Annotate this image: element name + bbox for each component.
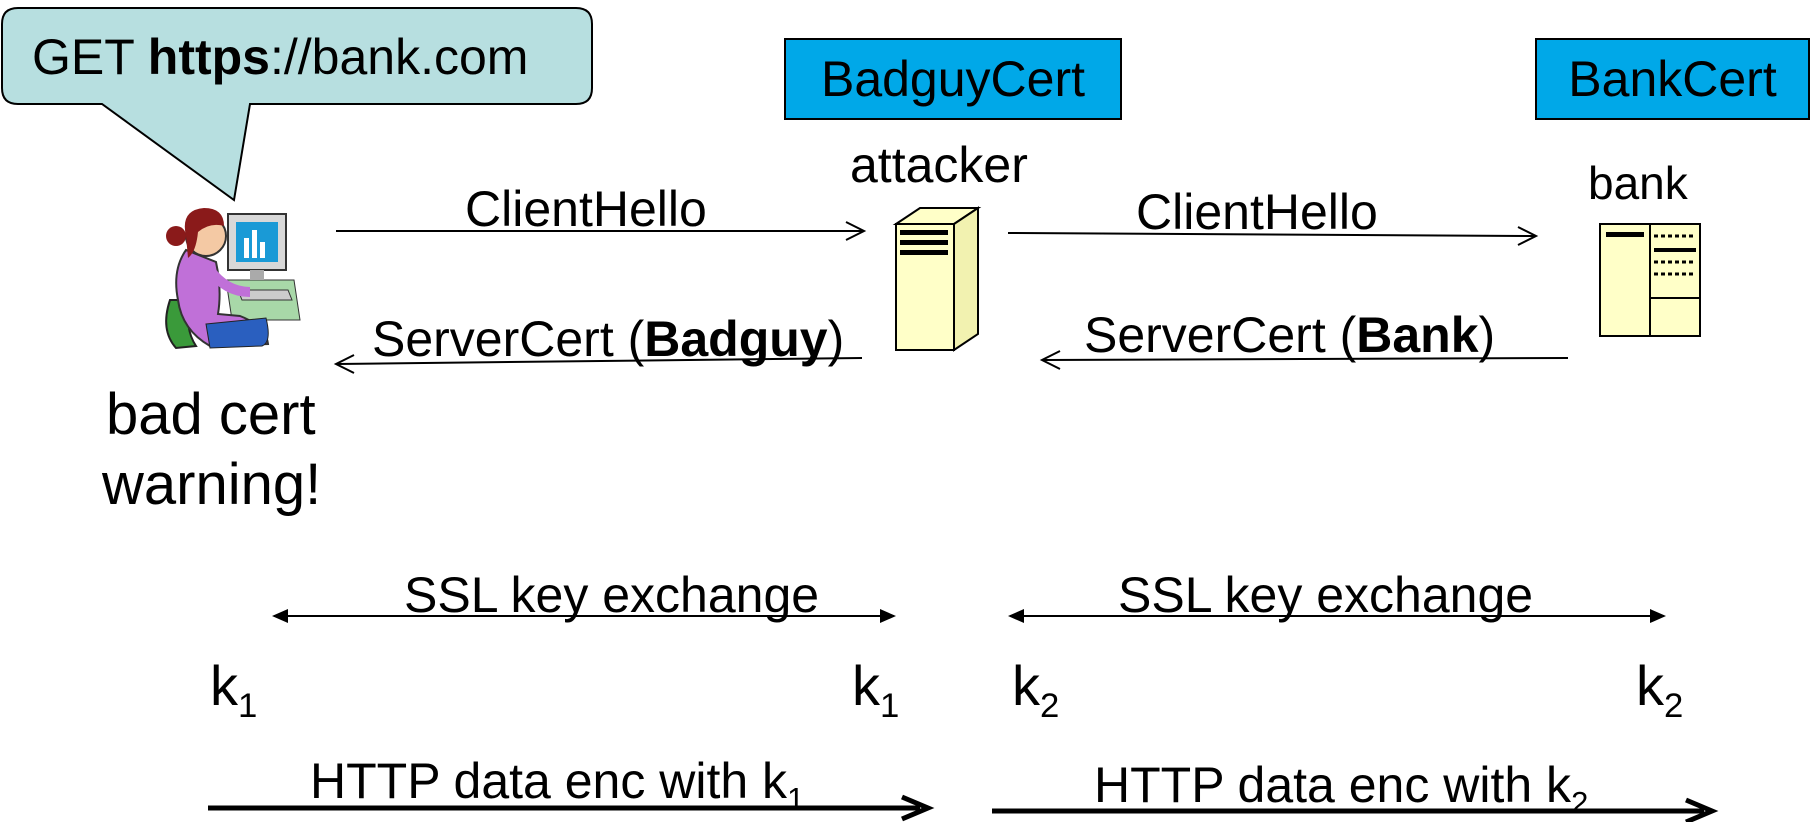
bank-label: bank bbox=[1588, 157, 1688, 209]
speech-bubble bbox=[1, 7, 593, 202]
servercert-right-prefix: ServerCert ( bbox=[1084, 307, 1357, 363]
key-k2-attacker-sub: 2 bbox=[1040, 687, 1060, 726]
attacker-server-icon bbox=[892, 206, 982, 352]
key-exchange-arrow-right bbox=[1008, 609, 1666, 623]
servercert-left-prefix: ServerCert ( bbox=[372, 311, 645, 367]
client-hello-arrow-left bbox=[336, 221, 867, 241]
client-hello-right-label: ClientHello bbox=[1136, 184, 1378, 240]
bank-server-icon bbox=[1599, 223, 1701, 337]
key-k1-attacker: k1 bbox=[852, 658, 899, 724]
key-k2-bank-k: k bbox=[1636, 654, 1664, 717]
servercert-left-bold: Badguy bbox=[644, 311, 828, 367]
servercert-left-suffix: ) bbox=[827, 311, 845, 367]
client-hello-arrow-right bbox=[1007, 226, 1539, 246]
http-data-left-text: HTTP data enc with k bbox=[310, 753, 788, 809]
badguy-cert-label: BadguyCert bbox=[820, 51, 1086, 107]
http-data-right-sub: 2 bbox=[1571, 784, 1589, 820]
user-computer-icon bbox=[165, 208, 301, 350]
key-exchange-left-label: SSL key exchange bbox=[404, 567, 820, 623]
speech-https: https bbox=[147, 29, 270, 85]
http-data-left-sub: 1 bbox=[787, 780, 805, 816]
speech-get: GET bbox=[32, 29, 148, 85]
http-data-arrow-left bbox=[208, 794, 935, 822]
client-hello-left-label: ClientHello bbox=[465, 181, 707, 237]
key-k1-attacker-k: k bbox=[852, 654, 880, 717]
warning-line1: bad cert bbox=[106, 382, 316, 447]
key-k1-client: k1 bbox=[210, 658, 257, 724]
warning-line2: warning! bbox=[102, 452, 322, 517]
http-data-right-label: HTTP data enc with k2 bbox=[1094, 757, 1588, 818]
bank-cert-label: BankCert bbox=[1568, 51, 1777, 107]
speech-bubble-text: GET https://bank.com bbox=[32, 28, 528, 86]
servercert-right-bold: Bank bbox=[1356, 307, 1479, 363]
key-exchange-arrow-left bbox=[272, 609, 896, 623]
servercert-arrow-right bbox=[1039, 350, 1569, 370]
http-data-right-text: HTTP data enc with k bbox=[1094, 757, 1572, 813]
key-k1-client-k: k bbox=[210, 654, 238, 717]
bank-cert-box: BankCert bbox=[1535, 38, 1810, 120]
speech-url: ://bank.com bbox=[269, 29, 529, 85]
key-k2-bank: k2 bbox=[1636, 658, 1683, 724]
key-k1-client-sub: 1 bbox=[238, 687, 258, 726]
badguy-cert-box: BadguyCert bbox=[784, 38, 1122, 120]
key-exchange-right-label: SSL key exchange bbox=[1118, 567, 1534, 623]
key-k2-attacker: k2 bbox=[1012, 658, 1059, 724]
servercert-left-label: ServerCert (Badguy) bbox=[372, 314, 844, 364]
servercert-right-suffix: ) bbox=[1478, 307, 1496, 363]
key-k2-bank-sub: 2 bbox=[1664, 687, 1684, 726]
servercert-arrow-left bbox=[333, 354, 863, 374]
attacker-label: attacker bbox=[850, 137, 1028, 193]
http-data-arrow-right bbox=[992, 797, 1719, 822]
key-k1-attacker-sub: 1 bbox=[880, 687, 900, 726]
key-k2-attacker-k: k bbox=[1012, 654, 1040, 717]
http-data-left-label: HTTP data enc with k1 bbox=[310, 753, 804, 814]
servercert-right-label: ServerCert (Bank) bbox=[1084, 310, 1495, 360]
